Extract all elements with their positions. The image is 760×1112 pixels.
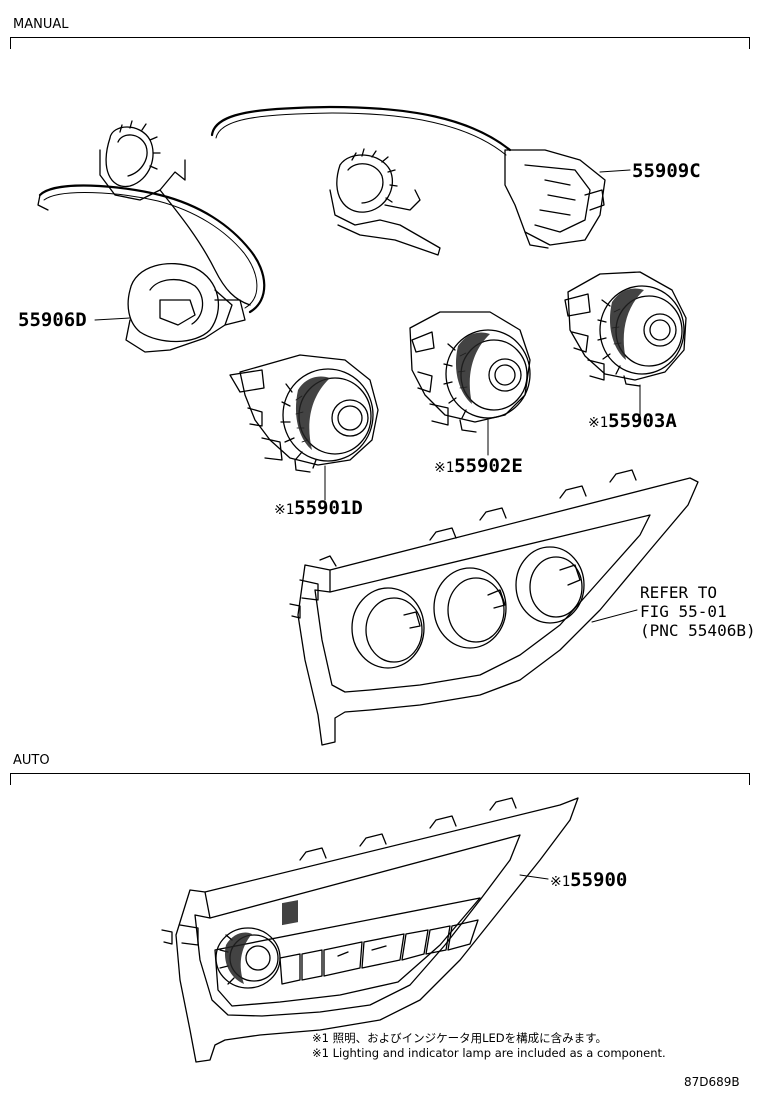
note-mark: ※1 <box>588 415 609 431</box>
cable-55906d <box>37 120 266 353</box>
refer-line-1: REFER TO <box>640 583 718 602</box>
section-tick-left-manual <box>10 37 11 49</box>
manual-panel <box>289 469 699 746</box>
part-number-55906d: 55906D <box>18 309 87 331</box>
label-55909c: 55909C <box>632 160 701 182</box>
section-label-manual: MANUAL <box>13 17 69 32</box>
label-55902e: ※155902E <box>434 455 523 477</box>
label-55900: ※155900 <box>550 869 627 891</box>
label-55903a: ※155903A <box>588 410 677 432</box>
note-mark: ※1 <box>274 502 295 518</box>
label-55901d: ※155901D <box>274 497 363 519</box>
figure-code: 87D689B <box>684 1075 740 1089</box>
knob-55903a <box>564 271 687 387</box>
note-mark: ※1 <box>550 874 571 890</box>
footnote-japanese: ※1 照明、およびインジケータ用LEDを構成に含みます。 <box>312 1031 607 1045</box>
label-55906d: 55906D <box>18 309 87 331</box>
knurl-textures <box>224 288 644 984</box>
part-number-55901d: 55901D <box>294 497 363 519</box>
footnote-english: ※1 Lighting and indicator lamp are inclu… <box>312 1046 666 1060</box>
leader-lines <box>94 169 641 880</box>
refer-to-note: REFER TO FIG 55-01 (PNC 55406B) <box>640 583 756 640</box>
section-tick-left-auto <box>10 773 11 785</box>
part-number-55900: 55900 <box>570 869 628 891</box>
cable-55909c <box>210 105 606 256</box>
part-number-55903a: 55903A <box>608 410 677 432</box>
refer-line-2: FIG 55-01 <box>640 602 727 621</box>
note-mark: ※1 <box>434 460 455 476</box>
part-number-55902e: 55902E <box>454 455 523 477</box>
section-label-auto: AUTO <box>13 753 50 768</box>
part-number-55909c: 55909C <box>632 160 701 182</box>
section-tick-right-manual <box>749 37 750 49</box>
section-divider-manual <box>10 37 750 38</box>
refer-line-3: (PNC 55406B) <box>640 621 756 640</box>
section-tick-right-auto <box>749 773 750 785</box>
auto-panel <box>161 797 579 1063</box>
section-divider-auto <box>10 773 750 774</box>
